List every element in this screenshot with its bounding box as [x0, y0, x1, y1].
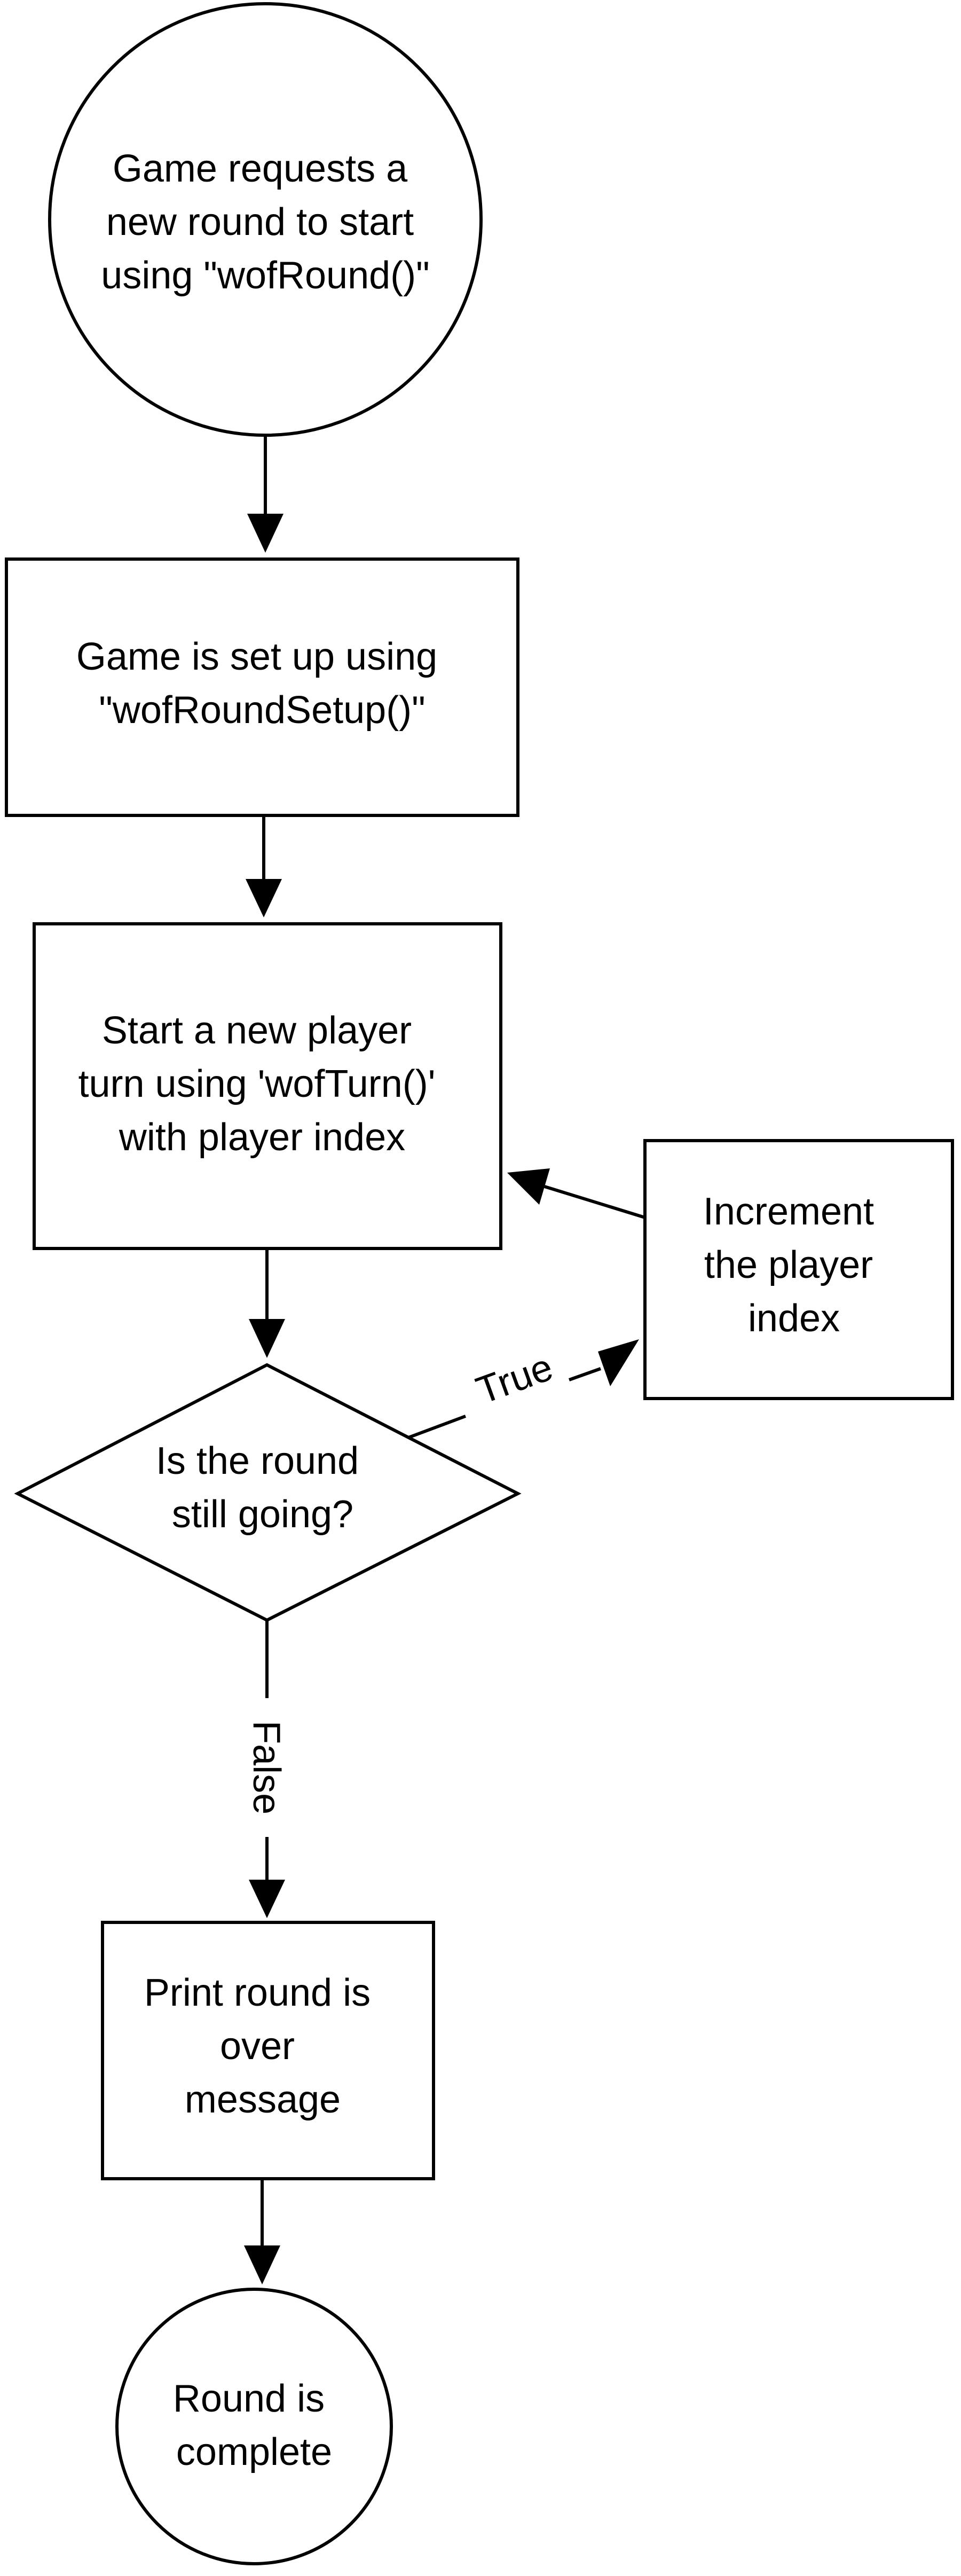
turn-node: Start a new player turn using 'wofTurn()…	[33, 922, 502, 1250]
false-edge-label: False	[245, 1721, 288, 1815]
edge-turn-to-decision	[249, 1248, 285, 1358]
print-node: Print round is over message	[101, 1921, 435, 2180]
edge-start-to-setup	[247, 435, 283, 553]
start-node-label: Game requests a new round to start using…	[101, 147, 429, 297]
setup-node-label: Game is set up using "wofRoundSetup()"	[76, 635, 448, 732]
edge-decision-false: False	[245, 1620, 288, 1918]
edge-setup-to-turn	[246, 815, 282, 917]
increment-node: Increment the player index	[643, 1139, 954, 1400]
start-node: Game requests a new round to start using…	[48, 2, 483, 437]
turn-node-label: Start a new player turn using 'wofTurn()…	[78, 1009, 446, 1159]
edge-print-to-end	[244, 2179, 280, 2284]
print-node-label: Print round is over message	[144, 1972, 381, 2121]
end-node: Round is complete	[115, 2288, 393, 2565]
edge-increment-to-turn	[507, 1168, 645, 1219]
end-node-label: Round is complete	[173, 2377, 335, 2473]
increment-node-label: Increment the player index	[703, 1190, 885, 1340]
edge-decision-true: True	[407, 1339, 639, 1439]
decision-node-label: Is the round still going?	[156, 1440, 369, 1536]
setup-node: Game is set up using "wofRoundSetup()"	[5, 557, 519, 817]
true-edge-label: True	[471, 1346, 558, 1412]
decision-node: Is the round still going?	[14, 1363, 522, 1622]
